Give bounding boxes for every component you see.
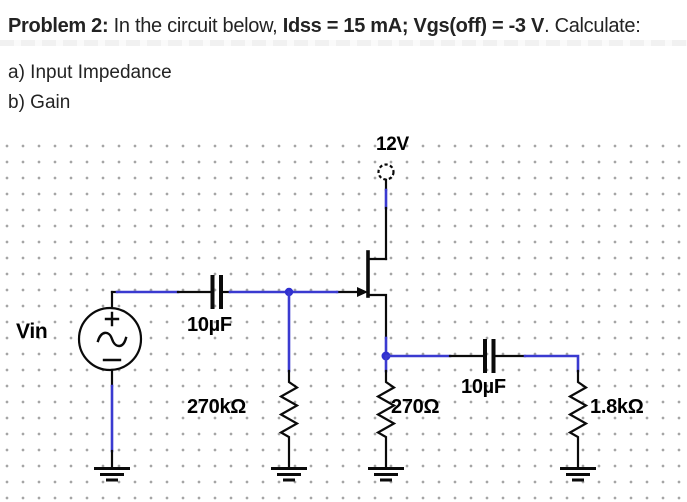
wire-output-blue-right (523, 354, 580, 373)
problem-intro-text: In the circuit below, (108, 15, 283, 37)
source-resistor-zigzag (375, 369, 397, 468)
problem-item-a: a) Input Impedance (8, 62, 172, 83)
ground-symbol-source-resistor (368, 467, 404, 482)
problem-title: Problem 2: In the circuit below, Idss = … (8, 15, 641, 38)
ground-symbol-load-resistor (560, 467, 596, 482)
source-resistor-label: 270Ω (391, 396, 440, 418)
source-resistor (375, 369, 397, 468)
text-highlight-artifact (0, 40, 687, 46)
plus-sign-icon (104, 311, 120, 327)
load-resistor-label: 1.8kΩ (590, 396, 644, 418)
cap1-left-plate (210, 275, 215, 309)
problem-number: Problem 2: (8, 15, 109, 37)
load-resistor (567, 369, 589, 468)
output-coupling-capacitor (483, 339, 496, 373)
cap1-right-plate (219, 275, 223, 309)
ground-symbol-vin (94, 467, 130, 482)
jfet-gate-arrow-icon (357, 287, 368, 297)
load-resistor-zigzag (567, 369, 589, 468)
ground-symbol-gate-resistor (271, 467, 307, 482)
cap2-left-plate (483, 339, 487, 373)
jfet-transistor (335, 250, 388, 340)
problem-given-values: Idss = 15 mA; Vgs(off) = -3 V (282, 15, 545, 37)
problem-item-b: b) Gain (8, 92, 71, 113)
vcc-terminal (377, 163, 395, 192)
output-cap-label: 10µF (461, 376, 506, 398)
gate-resistor-zigzag (278, 369, 300, 468)
supply-voltage-label: 12V (376, 134, 409, 155)
cap2-right-plate (491, 339, 496, 373)
ac-source-vin (77, 290, 143, 388)
input-source-label: Vin (16, 320, 48, 343)
input-coupling-capacitor (210, 275, 223, 309)
problem-calculate-text: . Calculate: (544, 15, 641, 37)
sine-wave-icon (96, 331, 128, 348)
gate-resistor (278, 369, 300, 468)
gate-resistor-label: 270kΩ (187, 396, 247, 418)
input-cap-label: 10µF (187, 314, 232, 336)
jfet-source-lead (366, 293, 388, 340)
